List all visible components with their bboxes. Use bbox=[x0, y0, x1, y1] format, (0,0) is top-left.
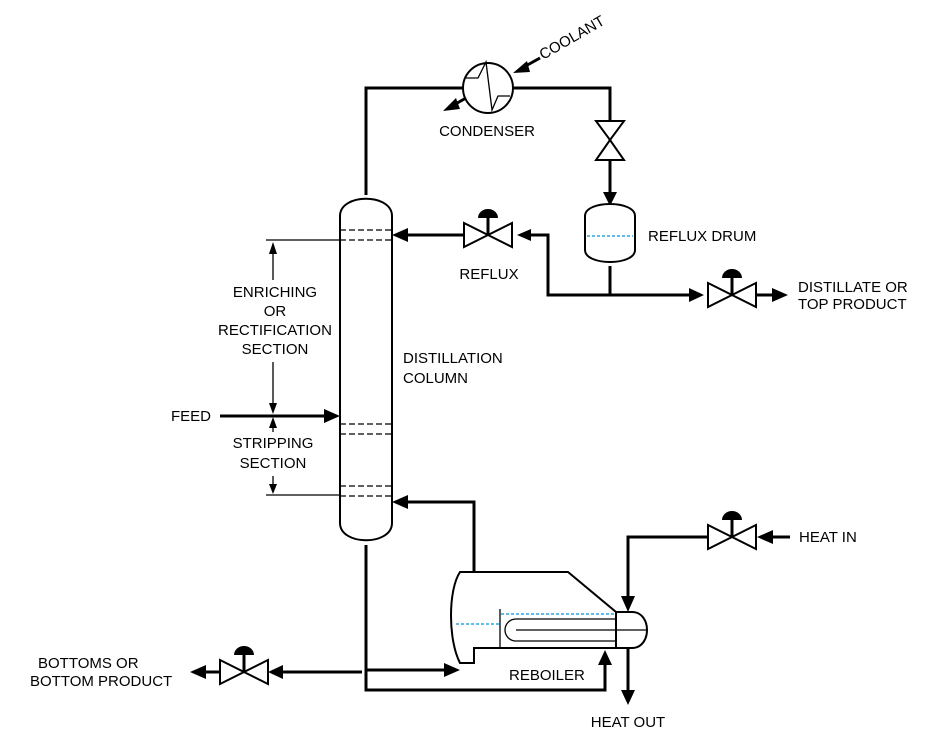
bottoms-valve bbox=[219, 646, 269, 686]
reflux-line bbox=[392, 228, 612, 297]
column-label-line1: DISTILLATION bbox=[403, 350, 503, 367]
heat-in-label: HEAT IN bbox=[799, 529, 857, 546]
reflux-drum bbox=[584, 203, 636, 263]
feed-line bbox=[220, 409, 340, 423]
coolant-label: COOLANT bbox=[537, 12, 608, 63]
stripping-label-line2: SECTION bbox=[240, 455, 307, 472]
heat-in-line bbox=[621, 530, 790, 612]
condensate-line bbox=[513, 86, 617, 206]
enriching-label-line3: RECTIFICATION bbox=[218, 322, 332, 339]
enriching-label-line1: ENRICHING bbox=[233, 284, 317, 301]
stripping-label-line1: STRIPPING bbox=[233, 435, 314, 452]
feed-label: FEED bbox=[171, 408, 211, 425]
vapor-return-line bbox=[392, 495, 476, 572]
condensate-valve bbox=[594, 120, 626, 161]
reflux-drum-label: REFLUX DRUM bbox=[648, 228, 756, 245]
section-dimension-lines bbox=[266, 239, 340, 496]
distillation-column bbox=[339, 197, 393, 542]
reboiler bbox=[450, 571, 648, 664]
column-bottoms-line bbox=[364, 545, 460, 677]
distillate-line bbox=[610, 288, 788, 302]
condenser-label: CONDENSER bbox=[439, 123, 535, 140]
enriching-label-line2: OR bbox=[264, 303, 287, 320]
distillate-label-line1: DISTILLATE OR bbox=[798, 279, 908, 296]
reflux-label: REFLUX bbox=[459, 266, 518, 283]
distillate-label-line2: TOP PRODUCT bbox=[798, 296, 907, 313]
heat-in-valve bbox=[707, 511, 757, 551]
coolant-out-arrow bbox=[443, 96, 467, 111]
column-label-line2: COLUMN bbox=[403, 370, 468, 387]
reboiler-label: REBOILER bbox=[509, 667, 585, 684]
bottoms-line bbox=[190, 665, 362, 679]
enriching-label-line4: SECTION bbox=[242, 341, 309, 358]
condenser bbox=[462, 59, 514, 114]
reflux-valve bbox=[463, 209, 513, 249]
overhead-vapor-line bbox=[364, 86, 462, 195]
heat-out-label: HEAT OUT bbox=[591, 714, 665, 731]
bottoms-label-line1: BOTTOMS OR bbox=[38, 655, 139, 672]
coolant-in-arrow bbox=[513, 56, 541, 73]
reboiler-drain-line bbox=[364, 650, 612, 692]
heat-out-line bbox=[621, 648, 635, 705]
distillate-valve bbox=[707, 269, 757, 309]
bottoms-label-line2: BOTTOM PRODUCT bbox=[30, 673, 172, 690]
